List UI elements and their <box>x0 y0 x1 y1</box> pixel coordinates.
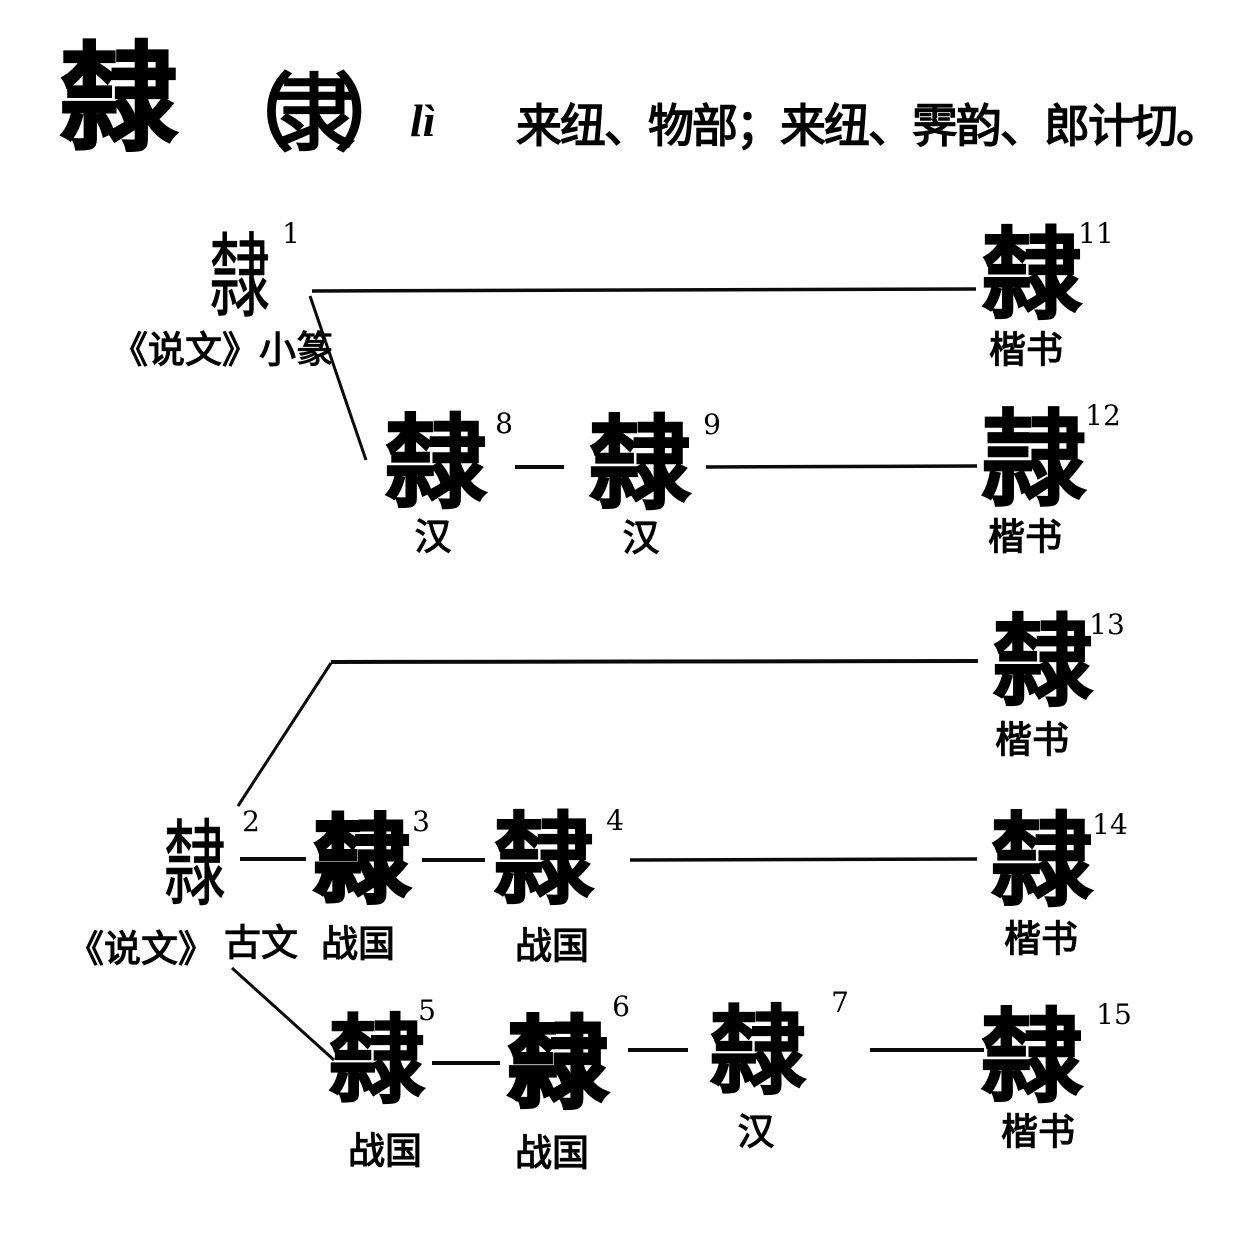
glyph-form-4: 隸 <box>493 806 594 917</box>
glyph-number-3: 3 <box>412 805 430 838</box>
glyph-number-12: 12 <box>1085 399 1121 432</box>
glyph-label-4: 战国 <box>515 926 589 968</box>
glyph-form-1: 隸 <box>209 227 271 329</box>
glyph-form-2: 隸 <box>163 814 227 918</box>
glyph-label-14: 楷书 <box>1004 919 1078 961</box>
glyph-number-7: 7 <box>831 986 849 1019</box>
glyph-label-2b: 古文 <box>224 923 298 965</box>
glyph-form-9: 隸 <box>588 410 691 523</box>
glyph-form-11: 隸 <box>981 221 1082 332</box>
edge-9-12 <box>705 464 978 469</box>
glyph-label-11: 楷书 <box>989 330 1063 372</box>
glyph-label-3: 战国 <box>321 924 395 966</box>
glyph-number-4: 4 <box>606 804 624 837</box>
glyph-label-12: 楷书 <box>988 517 1062 559</box>
glyph-label-5: 战国 <box>348 1131 422 1173</box>
glyph-number-1: 1 <box>282 217 300 250</box>
edge-2-13-d <box>236 662 333 807</box>
edge-2-13-h <box>330 659 979 664</box>
glyph-form-12: 隷 <box>981 404 1087 519</box>
glyph-number-2: 2 <box>242 805 260 838</box>
headword: 隸 <box>59 35 179 166</box>
glyph-label-9: 汉 <box>622 518 660 560</box>
glyph-number-15: 15 <box>1096 998 1132 1031</box>
edge-2-5 <box>230 966 336 1062</box>
glyph-label-15: 楷书 <box>1001 1112 1075 1154</box>
phonology-line: 来纽、物部；来纽、霁韵、郎计切。 <box>516 101 1222 152</box>
glyph-label-7: 汉 <box>737 1112 775 1154</box>
glyph-form-6: 隸 <box>507 1010 610 1121</box>
glyph-label-2: 《说文》 <box>67 929 215 971</box>
headword-variant: （隶） <box>210 69 418 162</box>
glyph-label-6: 战国 <box>515 1133 589 1175</box>
glyph-form-7: 隸 <box>709 999 806 1106</box>
glyph-form-13: 隸 <box>992 608 1093 719</box>
glyph-form-3: 隸 <box>313 808 412 915</box>
glyph-form-8: 隸 <box>384 409 487 522</box>
edge-1-11 <box>311 287 977 293</box>
glyph-number-14: 14 <box>1092 808 1128 841</box>
edge-1-8 <box>308 295 368 461</box>
glyph-form-5: 隸 <box>328 1008 425 1115</box>
glyph-label-13: 楷书 <box>995 720 1069 762</box>
glyph-label-8: 汉 <box>414 517 452 559</box>
glyph-number-11: 11 <box>1078 217 1114 250</box>
glyph-form-15: 隸 <box>980 1003 1083 1116</box>
glyph-number-5: 5 <box>418 994 436 1027</box>
glyph-form-14: 隸 <box>990 807 1093 920</box>
edge-4-14 <box>629 857 978 862</box>
glyph-label-1: 《说文》小篆 <box>111 330 333 372</box>
glyph-number-13: 13 <box>1089 608 1125 641</box>
pinyin: lì <box>410 95 436 146</box>
glyph-number-9: 9 <box>703 408 721 441</box>
glyph-number-6: 6 <box>612 990 630 1023</box>
glyph-number-8: 8 <box>495 407 513 440</box>
